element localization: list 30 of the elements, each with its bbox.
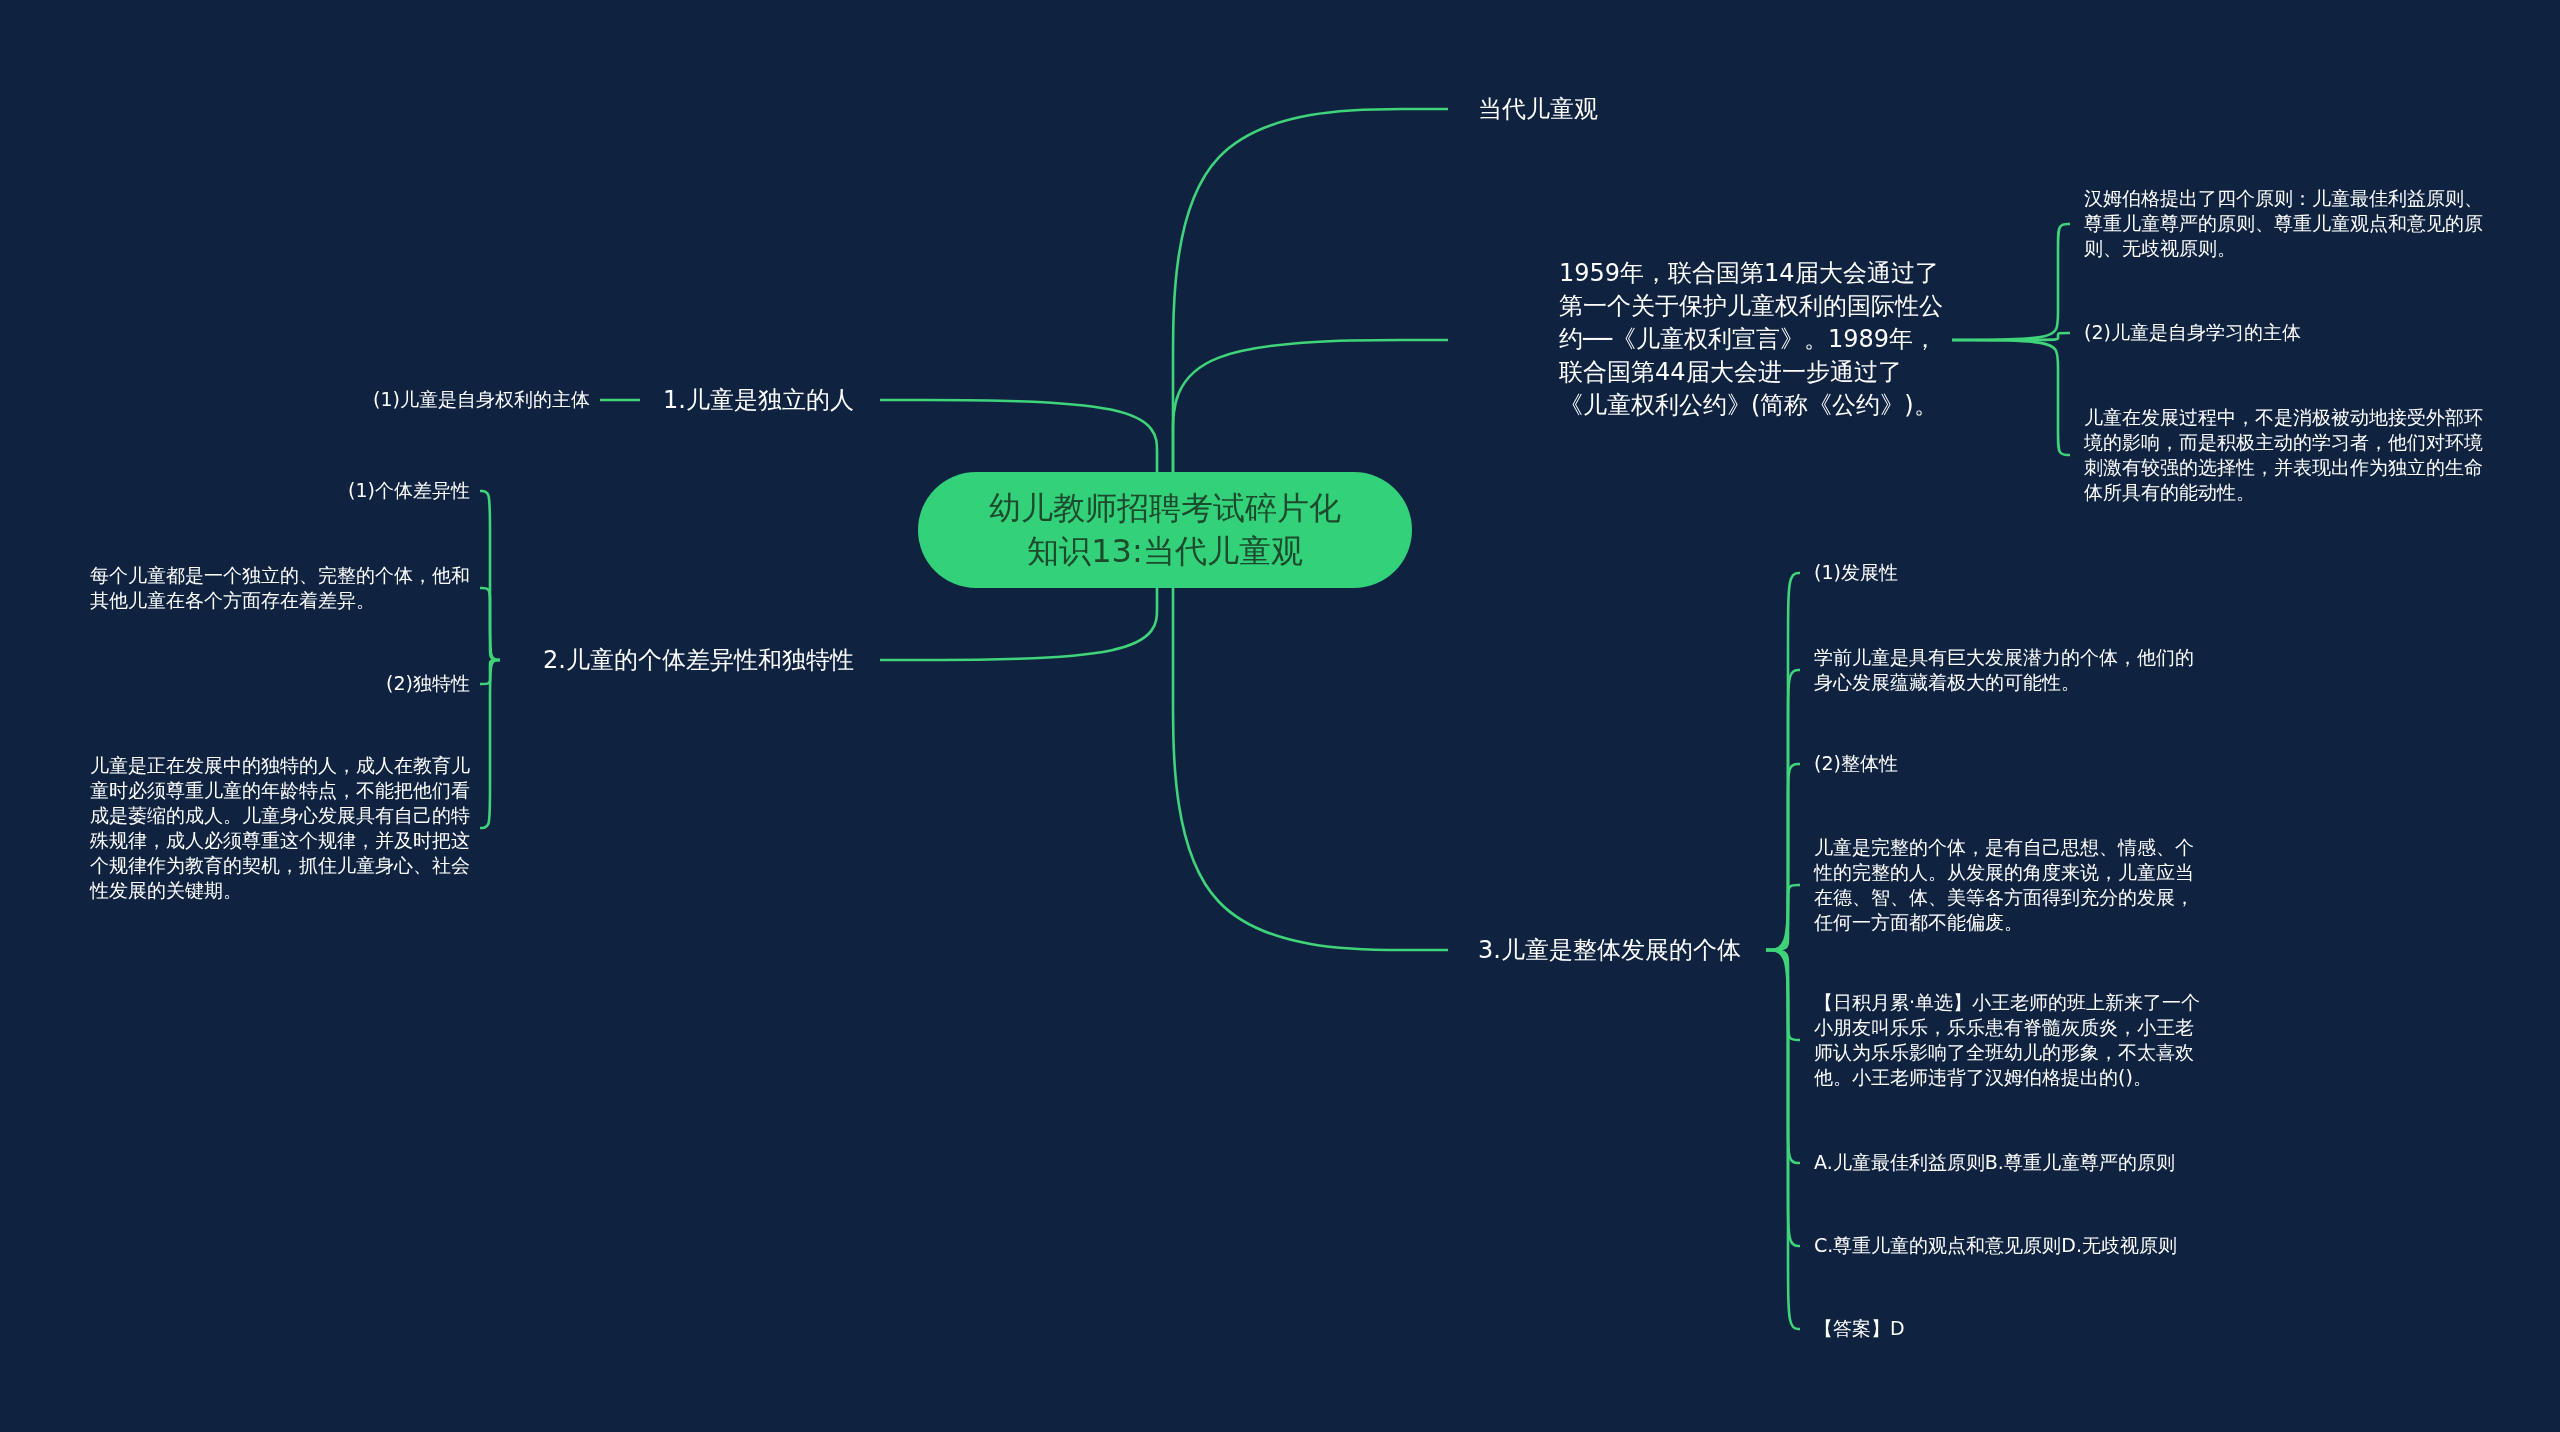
central-topic: 幼儿教师招聘考试碎片化知识13:当代儿童观 [918,472,1412,588]
branch-topic: 1959年，联合国第14届大会通过了第一个关于保护儿童权利的国际性公约──《儿童权利宣言》。1989年，联合国第44届大会进一步通过了《儿童权利公约》(简称《公约》)。 [1448,257,1952,423]
connector-line [1952,338,2070,457]
connector-line [880,398,1159,472]
subtopic-text: (2)独特性 [80,671,480,697]
connector-line [1766,948,1801,1331]
connector-line [600,398,640,402]
connector-line [479,658,501,830]
subtopic-text: 每个儿童都是一个独立的、完整的个体，他和其他儿童在各个方面存在着差异。 [80,562,480,614]
subtopic-text: 【答案】D [1800,1316,2220,1342]
connector-line [1171,338,1448,472]
branch-topic: 3.儿童是整体发展的个体 [1448,933,1766,967]
branch-topic: 1.儿童是独立的人 [640,383,880,417]
subtopic-text: 【日积月累·单选】小王老师的班上新来了一个小朋友叫乐乐，乐乐患有脊髓灰质炎，小王老师认为乐乐影响了全班幼儿的形象，不太喜欢他。小王老师违背了汉姆伯格提出的()。 [1800,989,2220,1091]
subtopic-text: (1)个体差异性 [80,478,480,504]
subtopic-text: A.儿童最佳利益原则B.尊重儿童尊严的原则 [1800,1150,2220,1176]
subtopic-text: C.尊重儿童的观点和意见原则D.无歧视原则 [1800,1233,2220,1259]
subtopic-text: (2)整体性 [1800,751,2220,777]
subtopic-text: 儿童是完整的个体，是有自己思想、情感、个性的完整的人。从发展的角度来说，儿童应当在德、智、体、美等各方面得到充分的发展，任何一方面都不能偏废。 [1800,834,2220,936]
subtopic-text: 汉姆伯格提出了四个原则：儿童最佳利益原则、尊重儿童尊严的原则、尊重儿童观点和意见的原则、无歧视原则。 [2070,186,2510,262]
subtopic-text: (1)发展性 [1800,560,2220,586]
branch-topic: 2.儿童的个体差异性和独特性 [500,643,880,677]
subtopic-text: 学前儿童是具有巨大发展潜力的个体，他们的身心发展蕴藏着极大的可能性。 [1800,644,2220,696]
subtopic-text: (1)儿童是自身权利的主体 [260,387,600,413]
connector-line [1171,588,1448,952]
branch-topic: 当代儿童观 [1448,92,1748,126]
subtopic-text: 儿童是正在发展中的独特的人，成人在教育儿童时必须尊重儿童的年龄特点，不能把他们看成是萎缩的成人。儿童身心发展具有自己的特殊规律，成人必须尊重这个规律，并及时把这个规律作为教育的契机，抓住儿童身心、社会性发展的关键期。 [80,752,480,904]
subtopic-text: (2)儿童是自身学习的主体 [2070,320,2510,346]
connector-line [880,588,1159,662]
subtopic-text: 儿童在发展过程中，不是消极被动地接受外部环境的影响，而是积极主动的学习者，他们对环境刺激有较强的选择性，并表现出作为独立的生命体所具有的能动性。 [2070,404,2510,506]
